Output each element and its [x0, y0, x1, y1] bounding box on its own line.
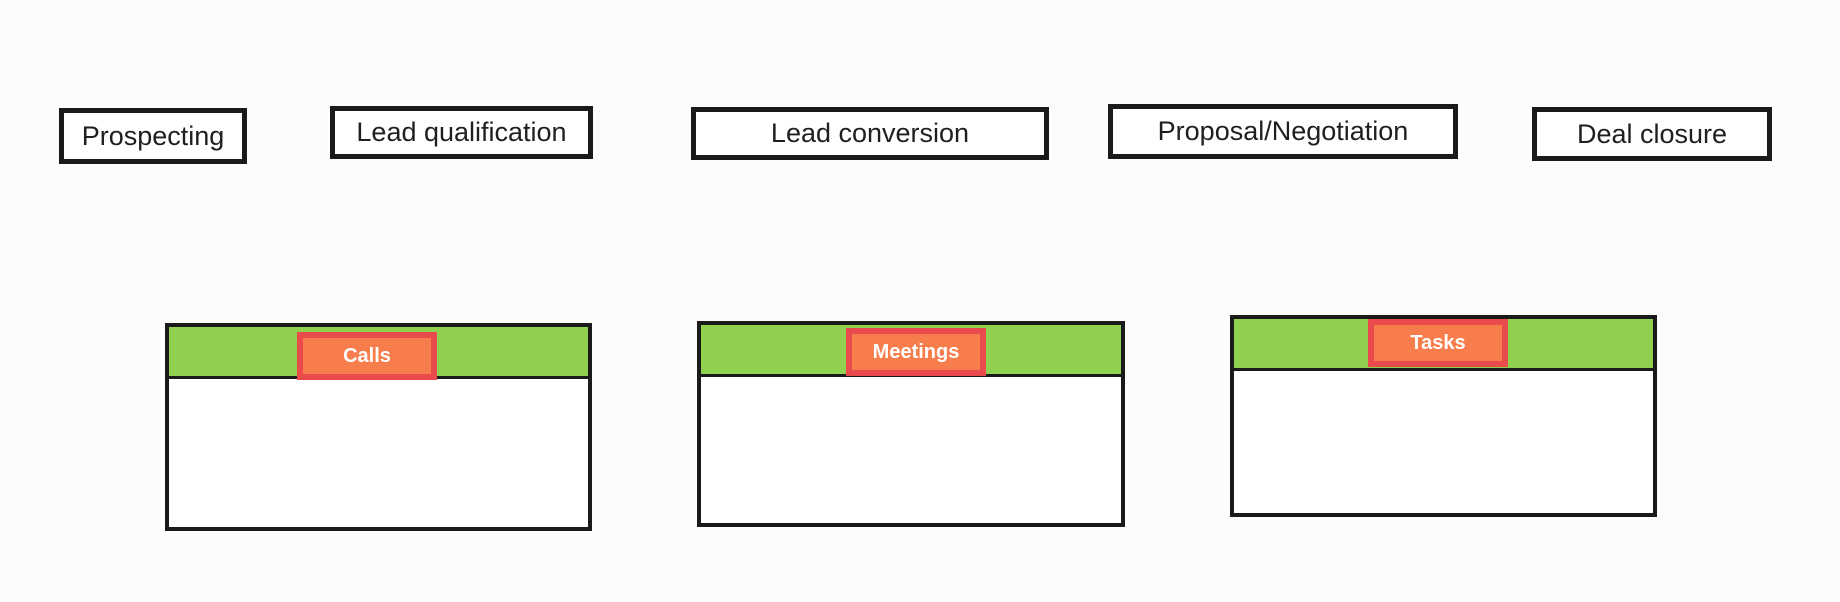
stage-box-proposal-negotiation[interactable]: Proposal/Negotiation — [1108, 104, 1458, 159]
card-body-calls — [169, 379, 588, 524]
card-header-meetings: Meetings — [701, 325, 1121, 377]
card-tab-tasks[interactable]: Tasks — [1368, 319, 1508, 367]
card-tab-calls[interactable]: Calls — [297, 332, 437, 380]
stage-label-lead-conversion: Lead conversion — [770, 118, 970, 148]
card-tab-label-meetings: Meetings — [872, 341, 960, 363]
card-header-tasks: Tasks — [1234, 319, 1653, 371]
stage-label-deal-closure: Deal closure — [1576, 118, 1728, 149]
stage-label-prospecting: Prospecting — [81, 120, 225, 151]
stage-label-proposal-negotiation: Proposal/Negotiation — [1157, 116, 1409, 146]
card-header-calls: Calls — [169, 327, 588, 380]
stage-label-lead-qualification: Lead qualification — [356, 117, 567, 147]
card-tab-label-tasks: Tasks — [1410, 332, 1466, 354]
activity-card-calls[interactable]: Calls — [165, 323, 592, 531]
stage-box-deal-closure[interactable]: Deal closure — [1532, 107, 1772, 161]
card-body-meetings — [701, 377, 1121, 520]
card-tab-meetings[interactable]: Meetings — [846, 328, 986, 376]
stage-box-lead-conversion[interactable]: Lead conversion — [691, 107, 1049, 160]
stage-box-lead-qualification[interactable]: Lead qualification — [330, 106, 593, 159]
stage-box-prospecting[interactable]: Prospecting — [59, 108, 247, 164]
activity-card-tasks[interactable]: Tasks — [1230, 315, 1657, 517]
activity-card-meetings[interactable]: Meetings — [697, 321, 1125, 527]
card-body-tasks — [1234, 371, 1653, 510]
card-tab-label-calls: Calls — [343, 345, 391, 367]
